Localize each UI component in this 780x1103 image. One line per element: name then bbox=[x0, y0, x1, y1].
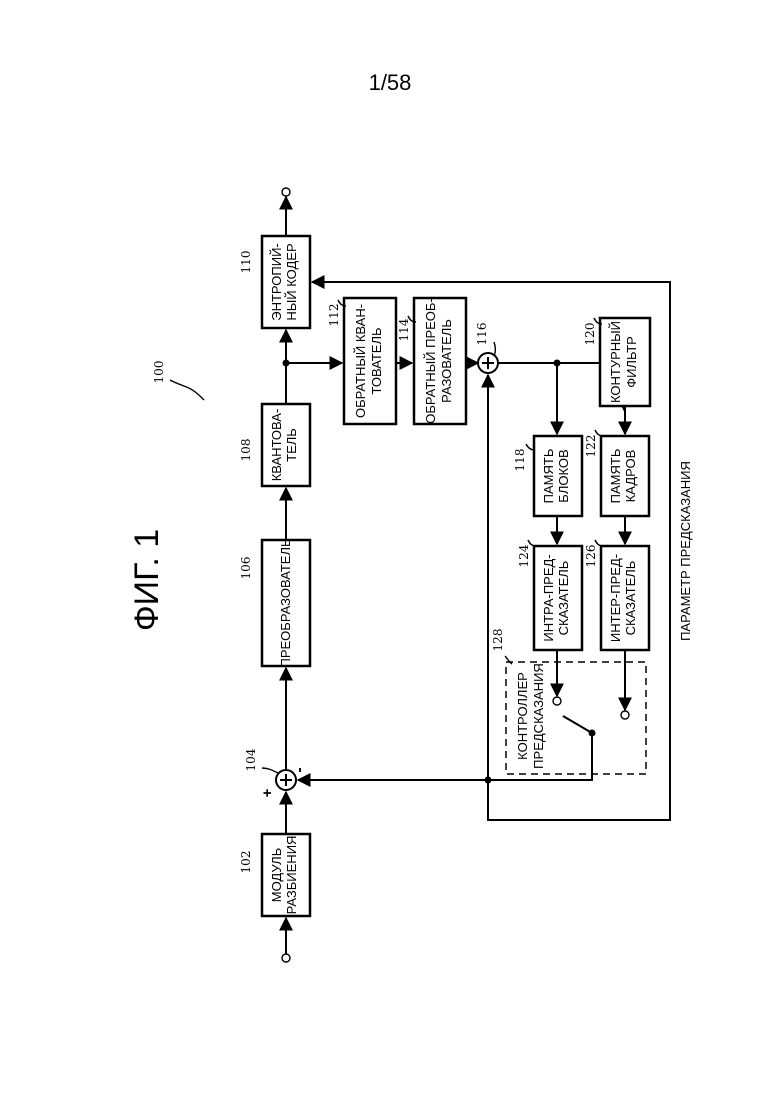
splitter-ref: 102 bbox=[239, 851, 253, 874]
figure-ref-leader bbox=[170, 380, 204, 400]
inv-quant-label-2: ТОВАТЕЛЬ bbox=[369, 327, 384, 394]
loop-filter-ref: 120 bbox=[583, 323, 597, 346]
inv-trans-label-1: ОБРАТНЫЙ ПРЕОБ- bbox=[423, 298, 438, 424]
controller-ref: 128 bbox=[491, 629, 505, 652]
intra-predictor-block: ИНТРА-ПРЕД- СКАЗАТЕЛЬ bbox=[534, 546, 582, 650]
intra-label-2: СКАЗАТЕЛЬ bbox=[556, 561, 571, 636]
subtractor-ref-leader bbox=[262, 768, 278, 773]
transformer-block: ПРЕОБРАЗОВАТЕЛЬ bbox=[262, 538, 310, 667]
inter-label-1: ИНТЕР-ПРЕД- bbox=[608, 554, 623, 642]
inv-trans-label-2: РАЗОВАТЕЛЬ bbox=[439, 319, 454, 403]
figure-title: ФИГ. 1 bbox=[128, 529, 166, 631]
adder-ref-leader bbox=[494, 342, 496, 356]
figure-ref: 100 bbox=[152, 361, 166, 384]
controller-ref-leader bbox=[505, 656, 512, 664]
entropy-label-2: НЫЙ КОДЕР bbox=[284, 243, 299, 320]
quantizer-label-2: ТЕЛЬ bbox=[284, 428, 299, 462]
intra-ref: 124 bbox=[517, 544, 531, 567]
adder bbox=[478, 353, 498, 373]
splitter-label-2: РАЗБИЕНИЯ bbox=[284, 836, 299, 915]
adder-ref: 116 bbox=[475, 323, 489, 346]
splitter-block: МОДУЛЬ РАЗБИЕНИЯ bbox=[262, 834, 310, 916]
block-mem-ref: 118 bbox=[513, 449, 527, 472]
frame-mem-label-2: КАДРОВ bbox=[623, 450, 638, 503]
inv-trans-ref: 114 bbox=[397, 318, 411, 341]
quantizer-block: КВАНТОВА- ТЕЛЬ bbox=[262, 404, 310, 486]
loop-filter-label-2: ФИЛЬТР bbox=[624, 336, 639, 388]
controller-label-2: ПРЕДСКАЗАНИЯ bbox=[531, 663, 546, 769]
input-terminal bbox=[282, 954, 290, 962]
quantizer-label-1: КВАНТОВА- bbox=[269, 409, 284, 482]
quantizer-ref: 108 bbox=[239, 439, 253, 462]
entropy-coder-block: ЭНТРОПИЙ- НЫЙ КОДЕР bbox=[262, 236, 310, 328]
frame-mem-label-1: ПАМЯТЬ bbox=[608, 449, 623, 504]
inverse-transformer-block: ОБРАТНЫЙ ПРЕОБ- РАЗОВАТЕЛЬ bbox=[414, 298, 466, 424]
intra-label-1: ИНТРА-ПРЕД- bbox=[541, 554, 556, 641]
switch-intra-contact bbox=[553, 697, 561, 705]
entropy-label-1: ЭНТРОПИЙ- bbox=[269, 243, 284, 321]
transformer-ref: 106 bbox=[239, 557, 253, 580]
prediction-parameter-label: ПАРАМЕТР ПРЕДСКАЗАНИЯ bbox=[678, 461, 693, 641]
block-memory-block: ПАМЯТЬ БЛОКОВ bbox=[534, 436, 582, 516]
block-mem-label-1: ПАМЯТЬ bbox=[541, 449, 556, 504]
inter-ref: 126 bbox=[584, 545, 598, 568]
inv-quant-label-1: ОБРАТНЫЙ КВАН- bbox=[353, 304, 368, 418]
entropy-ref: 110 bbox=[239, 251, 253, 274]
frame-mem-ref: 122 bbox=[584, 435, 598, 458]
output-terminal bbox=[282, 188, 290, 196]
inter-predictor-block: ИНТЕР-ПРЕД- СКАЗАТЕЛЬ bbox=[601, 546, 649, 650]
splitter-label-1: МОДУЛЬ bbox=[269, 848, 284, 903]
switch-inter-contact bbox=[621, 711, 629, 719]
subtractor-minus: - bbox=[291, 767, 308, 772]
loop-filter-label-1: КОНТУРНЫЙ bbox=[608, 321, 623, 403]
subtractor-plus: + bbox=[259, 788, 276, 797]
block-mem-label-2: БЛОКОВ bbox=[556, 449, 571, 502]
frame-memory-block: ПАМЯТЬ КАДРОВ bbox=[601, 436, 649, 516]
switch-lever bbox=[563, 716, 592, 733]
transformer-label: ПРЕОБРАЗОВАТЕЛЬ bbox=[278, 538, 293, 667]
inverse-quantizer-block: ОБРАТНЫЙ КВАН- ТОВАТЕЛЬ bbox=[344, 298, 396, 424]
inv-quant-ref: 112 bbox=[327, 304, 341, 327]
loop-filter-block: КОНТУРНЫЙ ФИЛЬТР bbox=[600, 318, 650, 406]
subtractor-ref: 104 bbox=[244, 748, 258, 771]
inter-label-2: СКАЗАТЕЛЬ bbox=[623, 561, 638, 636]
controller-label-1: КОНТРОЛЛЕР bbox=[515, 672, 530, 760]
